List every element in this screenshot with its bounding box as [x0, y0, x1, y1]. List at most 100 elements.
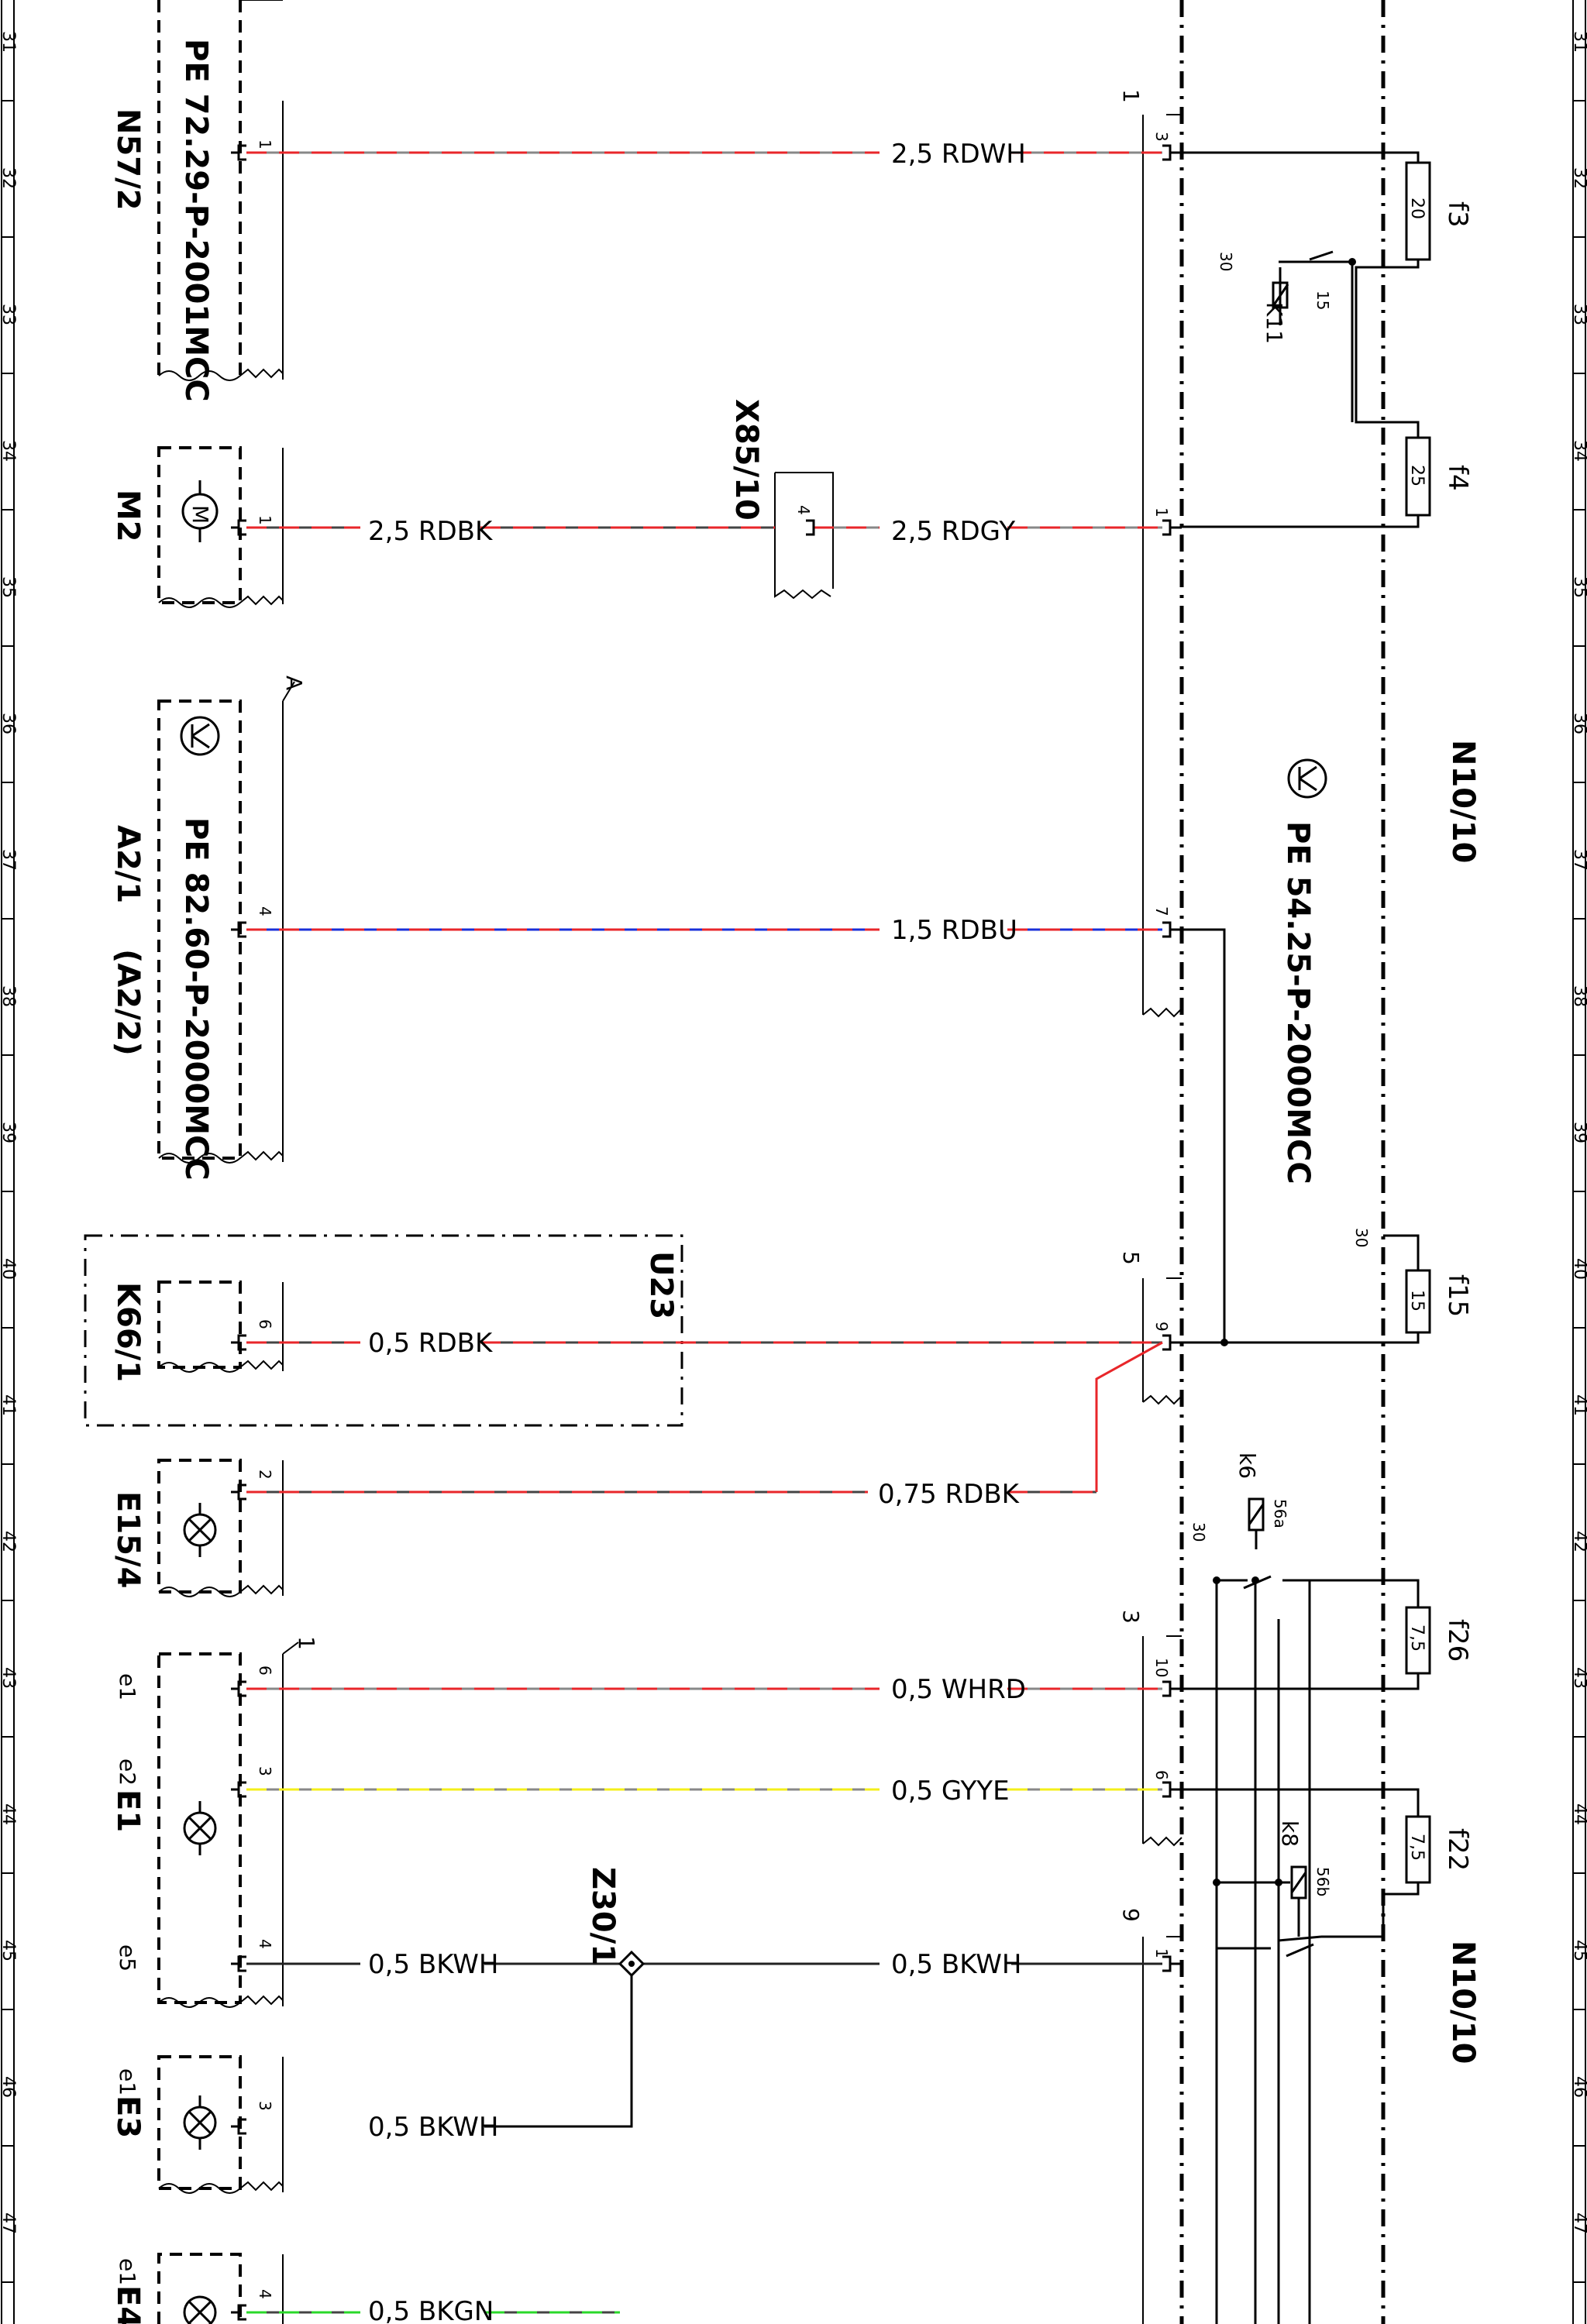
- z30-1-splice: [484, 1950, 645, 2128]
- x85-10-connector: [774, 472, 834, 600]
- n10-10-ref: PE 54.25-P-2000MCC: [1280, 821, 1316, 1184]
- ruler-number: 39: [1570, 1122, 1587, 1143]
- x85-pin: 4: [794, 505, 813, 515]
- f3-value: 20: [1407, 198, 1427, 219]
- wire-label-k66: 0,5 RDBK: [368, 1328, 494, 1359]
- f15-name: f15: [1442, 1274, 1473, 1317]
- relay-k11: [1272, 250, 1354, 422]
- k66-1-label: K66/1: [110, 1282, 146, 1382]
- ruler-number: 41: [0, 1394, 18, 1416]
- a2-2-label: (A2/2): [110, 949, 146, 1056]
- pin-terminals: [231, 144, 1182, 2321]
- a2-group-letter: A: [281, 676, 307, 690]
- e1-pin3: 4: [256, 1939, 274, 1949]
- e15-pin: 2: [256, 1470, 274, 1480]
- k6-label: k6: [1234, 1452, 1260, 1479]
- component-boxes: [157, 0, 242, 2324]
- wires: [246, 151, 1163, 2314]
- fuse-f15: [1405, 1269, 1431, 1334]
- f4-value: 25: [1407, 465, 1427, 486]
- e1-label: E1: [110, 1789, 146, 1832]
- wire-label-n57: 2,5 RDWH: [891, 139, 1026, 170]
- fuse-f4: [1405, 436, 1431, 517]
- ruler-number: 37: [1570, 849, 1587, 871]
- f26-name: f26: [1442, 1619, 1473, 1662]
- wire-label-e1b: 0,5 GYYE: [891, 1776, 1010, 1807]
- ruler-number: 33: [0, 304, 18, 325]
- k11-label: K11: [1262, 302, 1287, 344]
- ruler-number: 32: [1570, 167, 1587, 189]
- e3-sub: e1: [115, 2068, 140, 2095]
- c9-group: 9: [1118, 1908, 1144, 1922]
- labels: N57/2 PE 72.29-P-2001MCC M2 M A2/1 (A2/2…: [110, 39, 1481, 2324]
- m2-label: M2: [110, 490, 146, 542]
- c1-group: 1: [1118, 89, 1144, 103]
- ruler-number: 38: [1570, 985, 1587, 1007]
- ruler-number: 35: [1570, 576, 1587, 598]
- transistor-a2-symbol: [180, 716, 220, 756]
- wire-label-x85: 2,5 RDGY: [891, 516, 1015, 547]
- fuse-bus-wiring: [1182, 151, 1420, 2324]
- e1-pin2: 3: [256, 1766, 274, 1776]
- lamp-e1-symbol: [183, 1801, 217, 1855]
- right-ruler: [1572, 0, 1586, 2324]
- relay-k6: [1243, 1497, 1272, 1590]
- ruler-number: 40: [1570, 1258, 1587, 1280]
- ruler-number: 45: [0, 1940, 18, 1961]
- c3-pin-10: 10: [1152, 1658, 1171, 1677]
- n10-10-label-lower: N10/10: [1445, 1941, 1481, 2064]
- ruler-number: 43: [1570, 1667, 1587, 1689]
- c3-pin-6: 6: [1152, 1770, 1171, 1780]
- ruler-number: 47: [1570, 2212, 1587, 2234]
- ruler-number: 42: [1570, 1531, 1587, 1552]
- connector-rails: [1142, 114, 1182, 2324]
- k66-1-box: [157, 1281, 242, 1369]
- ruler-number: 44: [1570, 1803, 1587, 1825]
- c5-pin-9: 9: [1152, 1322, 1171, 1332]
- ruler-number: 36: [0, 713, 18, 734]
- c1-pin-3: 3: [1152, 132, 1171, 142]
- m2-pin: 1: [256, 515, 274, 525]
- wire-label-z30: 0,5 BKWH: [891, 1949, 1021, 1980]
- ruler-number: 39: [0, 1122, 18, 1143]
- e4-label: E4: [110, 2285, 146, 2324]
- k6-pin-a: 56a: [1271, 1499, 1289, 1528]
- ruler-number: 42: [0, 1531, 18, 1552]
- ruler-number: 34: [0, 440, 18, 462]
- ruler-number: 43: [0, 1667, 18, 1689]
- junction-dots: [1213, 258, 1356, 1886]
- lamp-e15-symbol: [183, 1503, 217, 1557]
- n10-10-label: N10/10: [1445, 740, 1481, 863]
- a2-1-box: [157, 700, 242, 1160]
- ruler-number: 38: [0, 985, 18, 1007]
- f26-value: 7,5: [1407, 1624, 1427, 1652]
- component-edges: [158, 0, 1183, 2324]
- n57-2-box: [157, 0, 242, 376]
- ruler-number: 46: [0, 2076, 18, 2098]
- fuse-f3: [1405, 161, 1431, 261]
- n57-2-label: N57/2: [110, 108, 146, 211]
- f3-name: f3: [1442, 201, 1473, 228]
- motor-symbol: [181, 480, 219, 542]
- ruler-number: 34: [1570, 440, 1587, 462]
- ruler-number: 35: [0, 576, 18, 598]
- wire-segment: [1095, 1341, 1163, 1492]
- e3-pin: 3: [256, 2101, 274, 2111]
- e1-group-num: 1: [294, 1636, 319, 1650]
- c5-group: 5: [1118, 1251, 1144, 1265]
- ruler-number: 31: [1570, 31, 1587, 53]
- lamp-e3-symbol: [183, 2095, 217, 2150]
- ruler-number: 47: [0, 2212, 18, 2234]
- e3-label: E3: [110, 2095, 146, 2138]
- a2-pin: 4: [256, 906, 274, 916]
- ruler-number: 37: [0, 849, 18, 871]
- ruler-number: 44: [0, 1803, 18, 1825]
- k11-pin-b: 15: [1313, 290, 1332, 310]
- c3-group: 3: [1118, 1610, 1144, 1624]
- ruler-number: 40: [0, 1258, 18, 1280]
- f15-pin: 30: [1352, 1228, 1371, 1247]
- k6-pin-b: 30: [1189, 1522, 1208, 1542]
- k11-pin-a: 30: [1217, 252, 1235, 271]
- component-symbols: [180, 480, 1327, 2324]
